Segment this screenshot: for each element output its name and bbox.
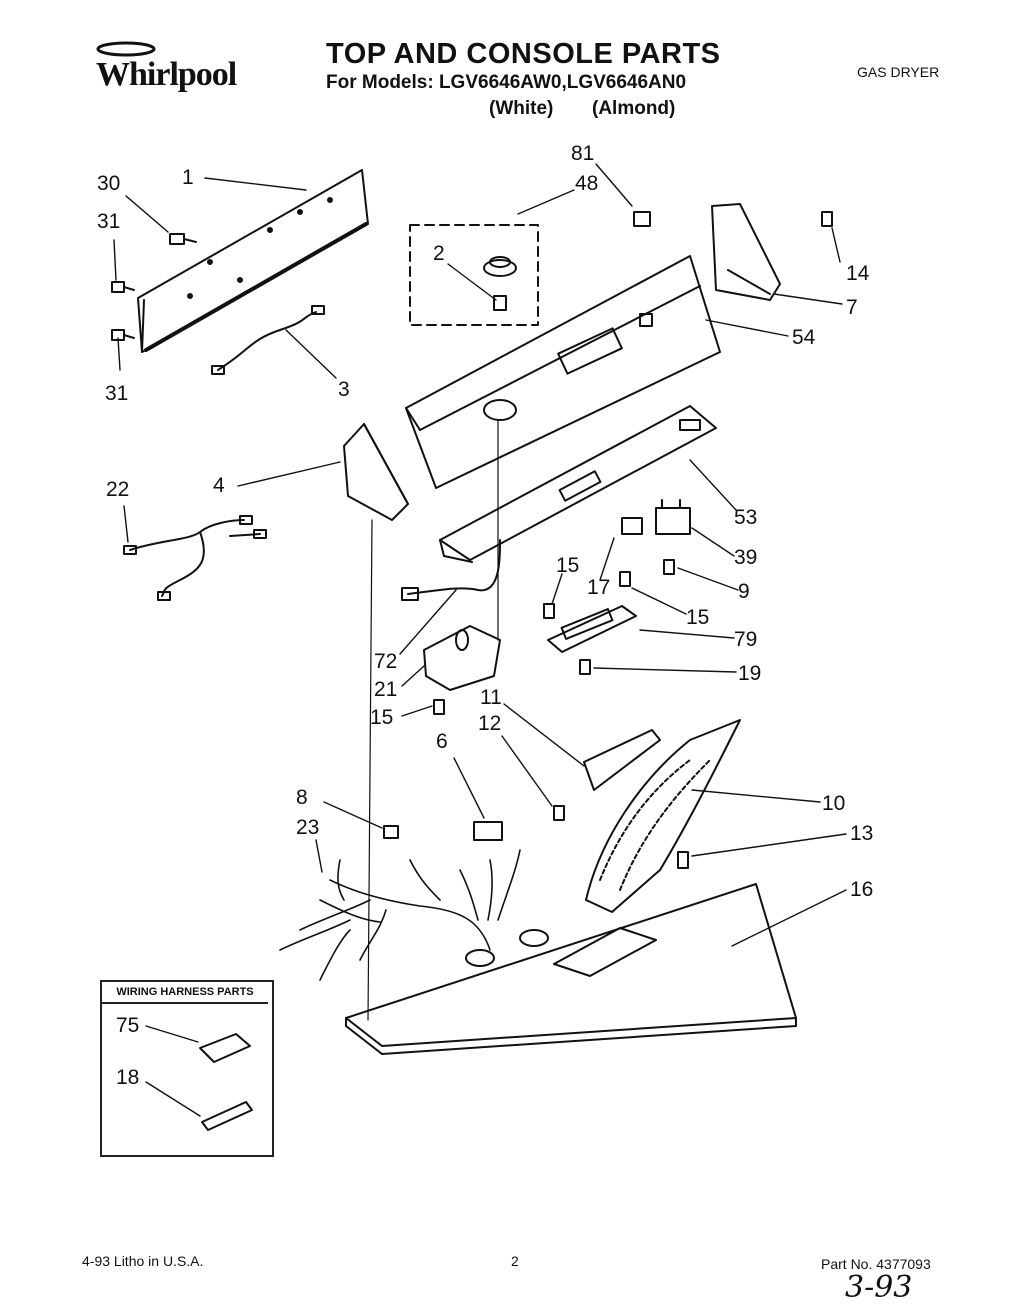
callout-48: 48 <box>575 172 599 195</box>
callout-1: 1 <box>182 166 194 189</box>
callout-11: 11 <box>480 686 502 709</box>
screw-31-bottom-icon <box>111 329 135 341</box>
callout-6: 6 <box>436 730 448 753</box>
brand-logo: Whirlpool <box>96 56 237 93</box>
callout-8: 8 <box>296 786 308 809</box>
callout-79: 79 <box>734 628 758 651</box>
part-4-console-end-cap <box>343 423 409 521</box>
part-75-terminal-block-icon <box>199 1033 251 1063</box>
callout-9: 9 <box>738 580 750 603</box>
callout-13: 13 <box>850 822 874 845</box>
callout-16: 16 <box>850 878 874 901</box>
part-81-button-icon <box>633 211 651 227</box>
appliance-type: GAS DRYER <box>857 64 940 80</box>
handwritten-date: 3-93 <box>845 1270 913 1305</box>
part-17-icon <box>621 517 643 535</box>
part-72-wire <box>407 539 501 595</box>
part-16-dryer-top <box>345 883 797 1055</box>
callout-18: 18 <box>116 1066 140 1089</box>
callout-81: 81 <box>571 142 595 165</box>
callout-15-bottom: 15 <box>370 706 394 729</box>
page-number: 2 <box>511 1253 519 1269</box>
part-6-connector-icon <box>473 821 503 841</box>
part-79-selector-switch <box>547 605 637 653</box>
color-almond-label: (Almond) <box>592 98 676 119</box>
callout-14: 14 <box>846 262 870 285</box>
part-10-heater-assembly <box>585 719 741 913</box>
callout-53: 53 <box>734 506 758 529</box>
callout-30: 30 <box>97 172 121 195</box>
screw-12-icon <box>553 805 565 821</box>
part-1-rear-console-panel <box>137 169 369 353</box>
wiring-harness-parts-box <box>100 980 274 1157</box>
callout-72: 72 <box>374 650 398 673</box>
part-21-timer <box>423 625 501 691</box>
part-3-wire <box>217 311 317 371</box>
callout-31-top: 31 <box>97 210 121 233</box>
callout-4: 4 <box>213 474 225 497</box>
part-11-bracket <box>583 729 661 791</box>
screw-13-icon <box>677 851 689 869</box>
part-number: Part No. 4377093 <box>821 1256 931 1272</box>
callout-75: 75 <box>116 1014 140 1037</box>
callout-17: 17 <box>587 576 611 599</box>
callout-15-right: 15 <box>686 606 710 629</box>
callout-3: 3 <box>338 378 350 401</box>
part-22-wire-harness <box>129 519 261 597</box>
screw-19-icon <box>579 659 591 675</box>
litho-note: 4-93 Litho in U.S.A. <box>82 1253 204 1269</box>
part-39-switch-icon <box>655 499 691 535</box>
page-title: TOP AND CONSOLE PARTS <box>326 38 721 70</box>
part-8-clip-icon <box>383 825 399 839</box>
screw-15-right-icon <box>619 571 631 587</box>
callout-54: 54 <box>792 326 816 349</box>
part-23-main-wire-harness <box>279 849 521 981</box>
callout-39: 39 <box>734 546 758 569</box>
screw-15-mid-icon <box>543 603 555 619</box>
callout-leader-lines <box>113 163 847 1117</box>
whirlpool-logo-swoosh-icon <box>96 41 156 57</box>
models-line: For Models: LGV6646AW0,LGV6646AN0 <box>326 72 687 93</box>
callout-2: 2 <box>433 242 445 265</box>
callout-31-bottom: 31 <box>105 382 129 405</box>
part-7-console-end-cap <box>711 203 781 301</box>
part-53-control-mount <box>439 405 717 563</box>
screw-30-icon <box>169 233 197 245</box>
color-white-label: (White) <box>489 98 554 119</box>
part-18-terminal-icon <box>201 1101 253 1131</box>
callout-22: 22 <box>106 478 130 501</box>
callout-10: 10 <box>822 792 846 815</box>
callout-15-mid: 15 <box>556 554 580 577</box>
part-2-knob-icon <box>483 256 517 311</box>
callout-19: 19 <box>738 662 762 685</box>
callout-7: 7 <box>846 296 858 319</box>
screw-31-top-icon <box>111 281 135 293</box>
screw-15-bottom-icon <box>433 699 445 715</box>
screw-14-icon <box>821 211 833 227</box>
part-48-knob-kit-box <box>409 224 539 326</box>
screw-9-icon <box>663 559 675 575</box>
callout-21: 21 <box>374 678 398 701</box>
part-54-console <box>405 255 721 489</box>
wiring-harness-parts-title: WIRING HARNESS PARTS <box>102 982 268 1004</box>
callout-23: 23 <box>296 816 320 839</box>
callout-12: 12 <box>478 712 502 735</box>
